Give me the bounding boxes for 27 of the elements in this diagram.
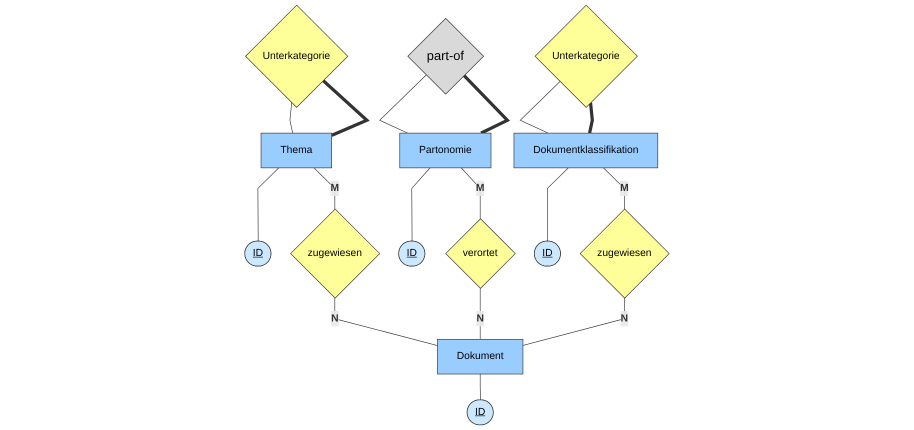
- connector-line: [480, 288, 481, 340]
- relationship-diamond: verortet: [445, 218, 516, 289]
- attribute-ellipse: ID: [534, 240, 561, 266]
- connector-line: [480, 374, 481, 400]
- connector-line: [547, 168, 569, 242]
- connector-line: [379, 74, 427, 134]
- connector-line: [411, 168, 430, 242]
- connector-line: [322, 79, 370, 137]
- relationship-diamond: zugewiesen: [580, 208, 670, 299]
- attribute-ellipse: ID: [244, 240, 272, 266]
- entity-box: Dokumentklassifikation: [514, 132, 658, 168]
- entity-box: Partonomie: [399, 132, 492, 168]
- connector-line: [522, 298, 625, 346]
- attribute-ellipse: ID: [466, 399, 494, 426]
- connector-line: [588, 102, 594, 134]
- connector-line: [258, 168, 280, 242]
- entity-box: Thema: [260, 132, 332, 168]
- relationship-diamond: zugewiesen: [290, 208, 380, 299]
- relationship-diamond: Unterkategorie: [245, 4, 348, 108]
- relationship-diamond: part-of: [407, 18, 484, 95]
- connector-line: [520, 81, 560, 134]
- connector-line: [290, 102, 293, 134]
- connector-line: [462, 74, 510, 135]
- attribute-ellipse: ID: [398, 240, 426, 266]
- relationship-diamond: Unterkategorie: [534, 4, 638, 108]
- entity-box: Dokument: [437, 338, 524, 374]
- connector-line: [334, 298, 438, 346]
